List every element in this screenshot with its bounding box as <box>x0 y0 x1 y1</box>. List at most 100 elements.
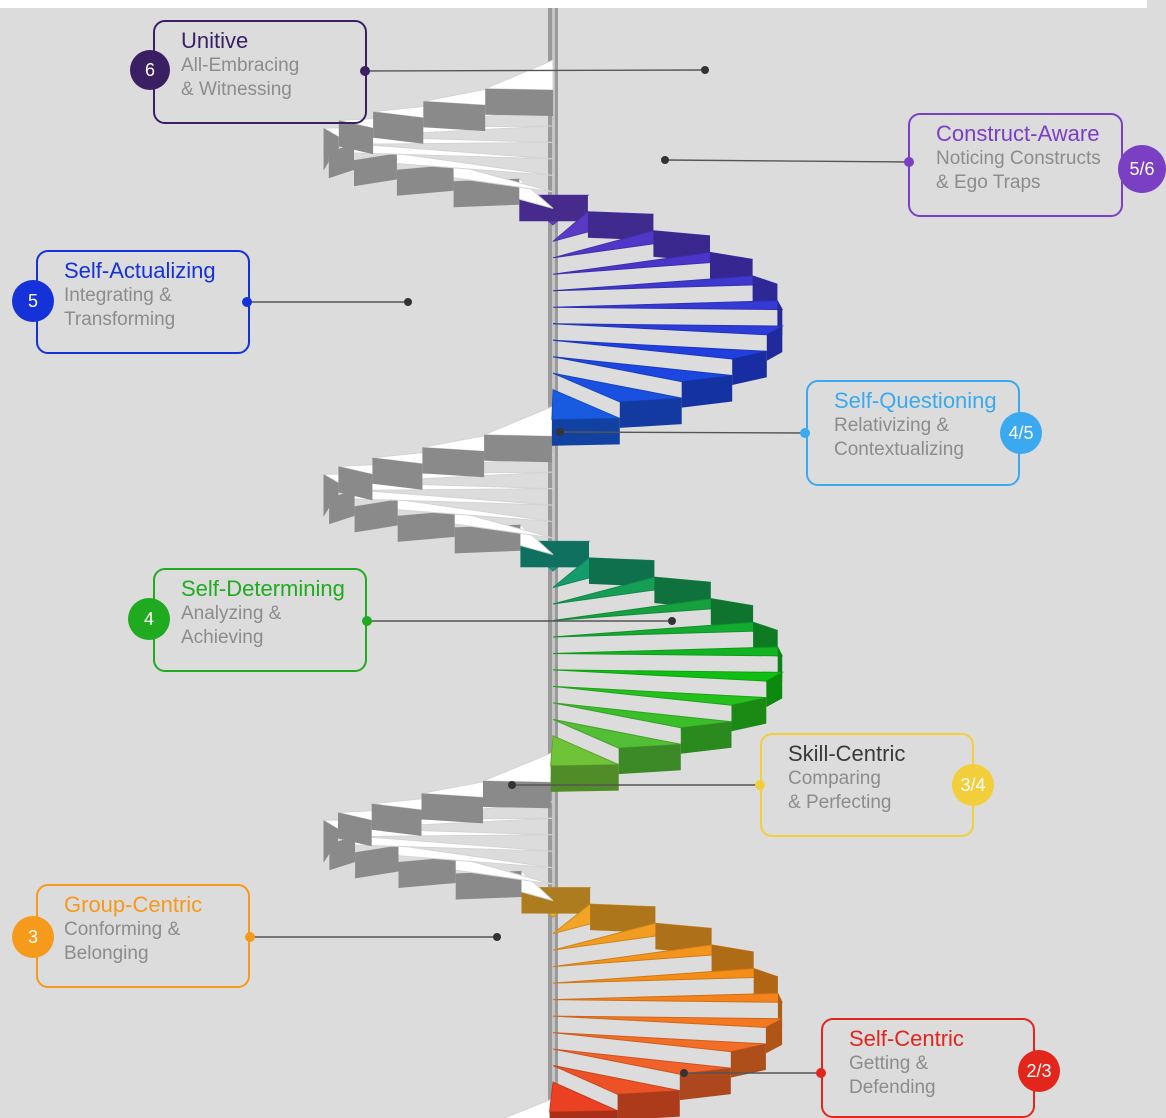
self-actualizing-description-line1: Integrating & <box>64 285 172 306</box>
skill-centric-description-line1: Comparing <box>788 768 881 789</box>
skill-centric-description-line2: & Perfecting <box>788 792 892 813</box>
self-questioning-card-dot <box>800 428 810 438</box>
stair-step-riser <box>766 326 783 361</box>
group-centric-description-line1: Conforming & <box>64 919 181 940</box>
stair-step-riser <box>397 510 455 542</box>
self-determining-title: Self-Determining <box>181 576 345 601</box>
skill-centric-card-dot <box>755 780 765 790</box>
skill-centric-level-badge: 3/4 <box>952 764 994 806</box>
stair-step-riser <box>680 721 732 754</box>
unitive-title: Unitive <box>181 28 249 53</box>
stair-step-riser <box>587 211 654 241</box>
stair-step-riser <box>373 111 424 144</box>
self-determining-card-dot <box>362 616 372 626</box>
self-actualizing-level-badge: 5 <box>12 280 54 322</box>
self-determining-anchor-dot <box>668 617 676 625</box>
stair-step-riser <box>590 904 656 933</box>
stair-step-riser <box>355 845 399 879</box>
stair-step-riser <box>323 128 339 163</box>
group-centric-card-dot <box>245 932 255 942</box>
stair-step-tread <box>552 685 767 706</box>
construct-aware-description-line1: Noticing Constructs <box>936 148 1101 169</box>
group-centric-title: Group-Centric <box>64 892 203 917</box>
self-questioning-title: Self-Questioning <box>834 388 997 413</box>
stair-step-tread <box>552 718 681 749</box>
unitive-description-line2: & Witnessing <box>181 79 292 100</box>
skill-centric-anchor-dot <box>508 781 516 789</box>
stair-step-riser <box>423 101 486 132</box>
self-questioning-leader-line <box>559 431 806 434</box>
self-questioning-description-line2: Contextualizing <box>834 439 964 460</box>
stair-step-riser <box>371 803 422 836</box>
group-centric-description-line2: Belonging <box>64 943 149 964</box>
unitive-card-dot <box>360 66 370 76</box>
construct-aware-card-dot <box>904 157 914 167</box>
stair-step-riser <box>679 1068 731 1101</box>
stair-step-riser <box>483 780 551 809</box>
self-questioning-anchor-dot <box>556 428 564 436</box>
group-centric-anchor-dot <box>493 933 501 941</box>
stair-step-riser <box>589 557 655 587</box>
stair-step-riser <box>372 457 423 490</box>
stair-step-tread <box>552 944 754 968</box>
stair-step-riser <box>398 857 456 888</box>
stair-step-riser <box>354 499 398 533</box>
stair-step-riser <box>323 820 338 855</box>
stair-step-tread <box>552 275 778 292</box>
stair-step-riser <box>618 744 681 775</box>
construct-aware-leader-line <box>664 159 910 163</box>
stair-step-tread <box>551 388 620 421</box>
stair-step-riser <box>455 871 522 900</box>
skill-centric-title: Skill-Centric <box>788 741 906 766</box>
self-centric-level-badge: 2/3 <box>1018 1050 1060 1092</box>
unitive-description-line1: All-Embracing <box>181 55 300 76</box>
stair-step-riser <box>617 1090 680 1118</box>
unitive-leader-line <box>364 69 706 72</box>
self-questioning-level-badge: 4/5 <box>1000 412 1042 454</box>
stair-step-tread <box>328 489 554 506</box>
self-centric-title: Self-Centric <box>849 1026 964 1051</box>
stair-step-riser <box>338 812 372 847</box>
top-edge-strip <box>0 0 1147 8</box>
self-determining-level-badge: 4 <box>128 598 170 640</box>
construct-aware-anchor-dot <box>661 156 669 164</box>
stair-step-tread <box>329 835 554 852</box>
stair-step-riser <box>453 178 520 208</box>
construct-aware-level-badge: 5/6 <box>1118 145 1166 193</box>
stair-step-riser <box>766 672 783 708</box>
stair-step-riser <box>619 398 682 428</box>
stair-step-tread <box>552 1032 767 1053</box>
self-actualizing-anchor-dot <box>404 298 412 306</box>
construct-aware-title: Construct-Aware <box>936 121 1100 146</box>
self-actualizing-description-line2: Transforming <box>64 309 176 330</box>
construct-aware-description-line2: & Ego Traps <box>936 172 1041 193</box>
stair-step-tread <box>552 1065 680 1095</box>
stair-step-riser <box>454 524 521 554</box>
stair-step-riser <box>485 88 553 116</box>
stair-step-riser <box>730 1043 766 1078</box>
self-centric-description-line1: Getting & <box>849 1053 929 1074</box>
group-centric-level-badge: 3 <box>12 916 54 958</box>
self-actualizing-title: Self-Actualizing <box>64 258 216 283</box>
unitive-anchor-dot <box>701 66 709 74</box>
stair-step-riser <box>338 466 373 501</box>
stair-step-riser <box>484 434 552 463</box>
stair-step-riser <box>422 447 485 478</box>
stair-step-riser <box>354 153 397 187</box>
self-questioning-description-line1: Relativizing & <box>834 415 950 436</box>
stair-step-riser <box>338 120 374 155</box>
self-determining-description-line1: Analyzing & <box>181 603 282 624</box>
stair-step-riser <box>732 351 767 385</box>
self-centric-anchor-dot <box>680 1069 688 1077</box>
stair-step-riser <box>396 164 454 196</box>
